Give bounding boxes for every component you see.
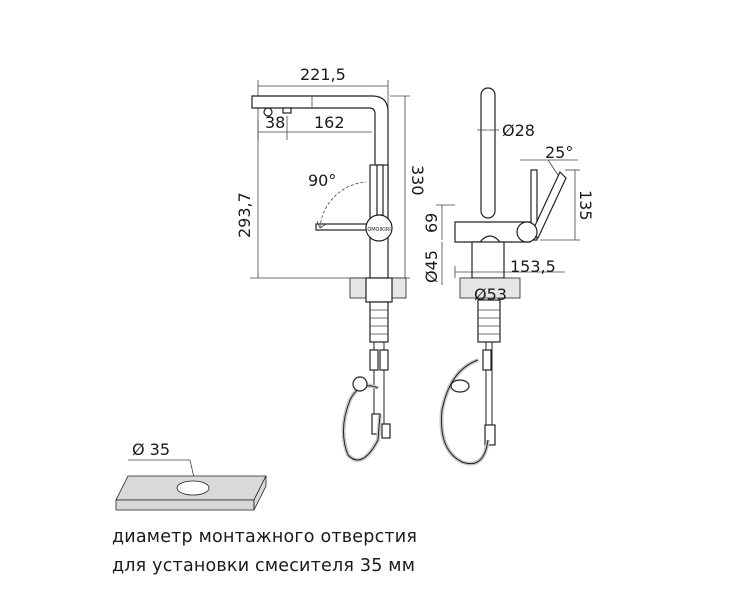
mounting-hole-diagram: Ø 35	[115, 440, 267, 511]
dim-total-height: 330	[408, 165, 427, 196]
dim-spout-height: 293,7	[235, 192, 254, 238]
dim-base-reach: 153,5	[510, 257, 556, 276]
dim-handle-height: 69	[422, 213, 441, 233]
dim-thread-diameter: Ø53	[474, 285, 507, 304]
dim-lever-length: 135	[576, 190, 595, 221]
brand-logo: OMOIKIRI	[367, 227, 390, 233]
dim-spout-reach: 221,5	[300, 65, 346, 84]
front-view: Ø28 25° 135 69 Ø45 153,5 Ø53	[422, 87, 595, 466]
caption-line-1: диаметр монтажного отверстия	[112, 527, 418, 547]
caption-line-2: для установки смесителя 35 мм	[112, 556, 416, 576]
dim-lever-rotation: 90°	[308, 171, 336, 190]
dim-spout-diameter: Ø28	[502, 121, 535, 140]
dim-lever-tilt: 25°	[545, 143, 573, 162]
dim-spout-length: 162	[314, 113, 345, 132]
dim-base-diameter: Ø45	[422, 250, 441, 283]
dim-aerator-offset: 38	[265, 113, 285, 132]
side-view: 221,5 38 162 330 293,7 90° OMOIKIRI	[235, 65, 427, 462]
dim-hole-diameter: Ø 35	[132, 440, 170, 459]
